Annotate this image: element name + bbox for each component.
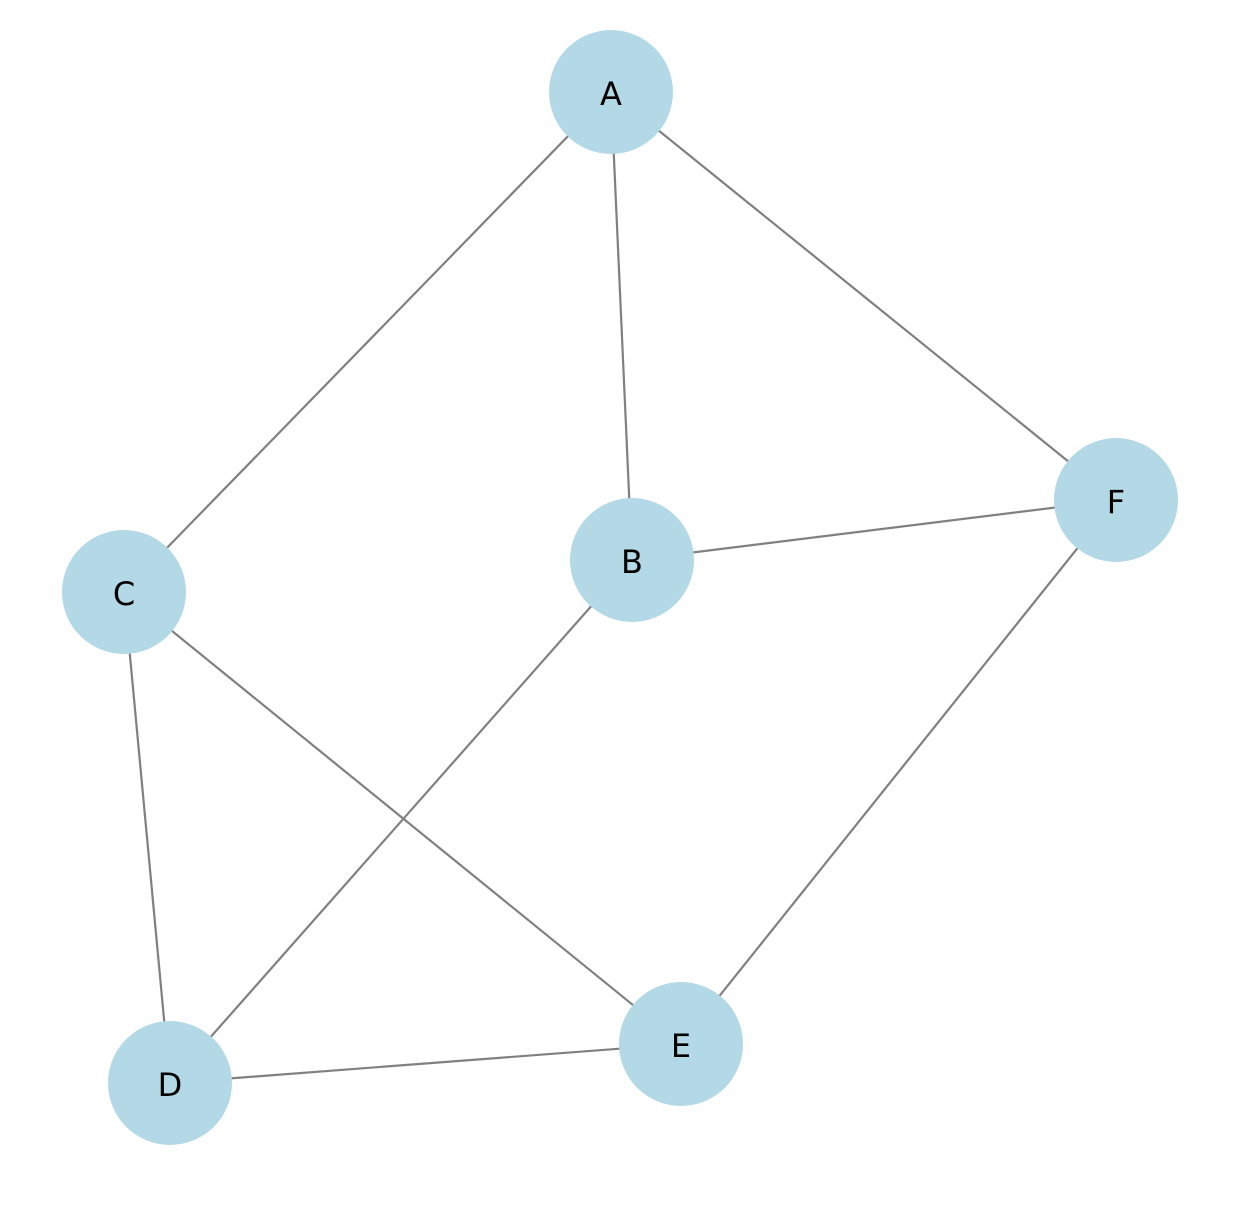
edge-E-F [680,499,1117,1045]
node-A: A [549,30,673,154]
node-circle-E [619,982,743,1106]
node-circle-F [1054,438,1178,562]
node-C: C [62,530,186,654]
edge-C-D [122,591,172,1084]
node-B: B [570,498,694,622]
node-D: D [108,1021,232,1145]
node-circle-B [570,498,694,622]
node-circle-A [549,30,673,154]
edge-C-E [123,591,682,1045]
node-circle-C [62,530,186,654]
nodes-layer: A B C D E F [62,30,1178,1145]
node-F: F [1054,438,1178,562]
edges-layer [122,91,1117,1085]
node-E: E [619,982,743,1106]
node-label-C: C [113,575,135,613]
edge-A-C [123,91,612,593]
node-label-B: B [621,543,643,581]
node-circle-D [108,1021,232,1145]
node-label-E: E [671,1027,691,1065]
node-label-A: A [600,75,622,113]
node-label-D: D [158,1066,183,1104]
edge-A-F [610,91,1117,501]
edge-B-D [169,559,633,1084]
edge-A-B [609,91,634,561]
node-label-F: F [1107,483,1125,521]
edge-D-E [169,1042,682,1085]
edge-B-F [631,498,1117,562]
